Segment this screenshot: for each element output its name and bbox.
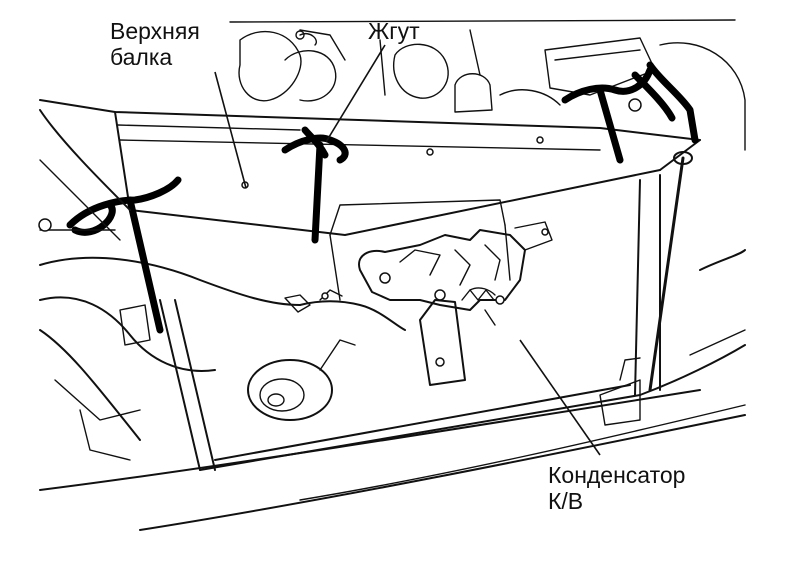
top-border-line (229, 19, 736, 23)
hood-release-cable (39, 256, 406, 372)
label-harness: Жгут (368, 18, 420, 44)
leader-lines (214, 44, 601, 456)
hood-support-rod (648, 151, 693, 392)
label-upper-beam-line1: Верхняя (110, 18, 200, 44)
leader-upper-beam (214, 71, 247, 189)
label-upper-beam-line2: балка (110, 44, 173, 70)
front-bumper (39, 249, 746, 531)
leader-harness (325, 44, 386, 143)
label-harness-text: Жгут (368, 18, 420, 44)
label-condenser: Конденсатор К/В (548, 462, 685, 514)
label-upper-beam: Верхняя балка (110, 18, 200, 70)
left-body-structure (38, 109, 151, 461)
hood-lock (358, 221, 553, 386)
horn (247, 339, 356, 421)
label-condenser-line1: Конденсатор (548, 462, 686, 488)
leader-condenser (519, 339, 601, 456)
engine-components-background (238, 29, 746, 151)
label-condenser-line2: К/В (548, 488, 584, 514)
harness-straps (66, 61, 699, 334)
condenser-panel (159, 174, 661, 471)
upper-beam (39, 99, 701, 236)
